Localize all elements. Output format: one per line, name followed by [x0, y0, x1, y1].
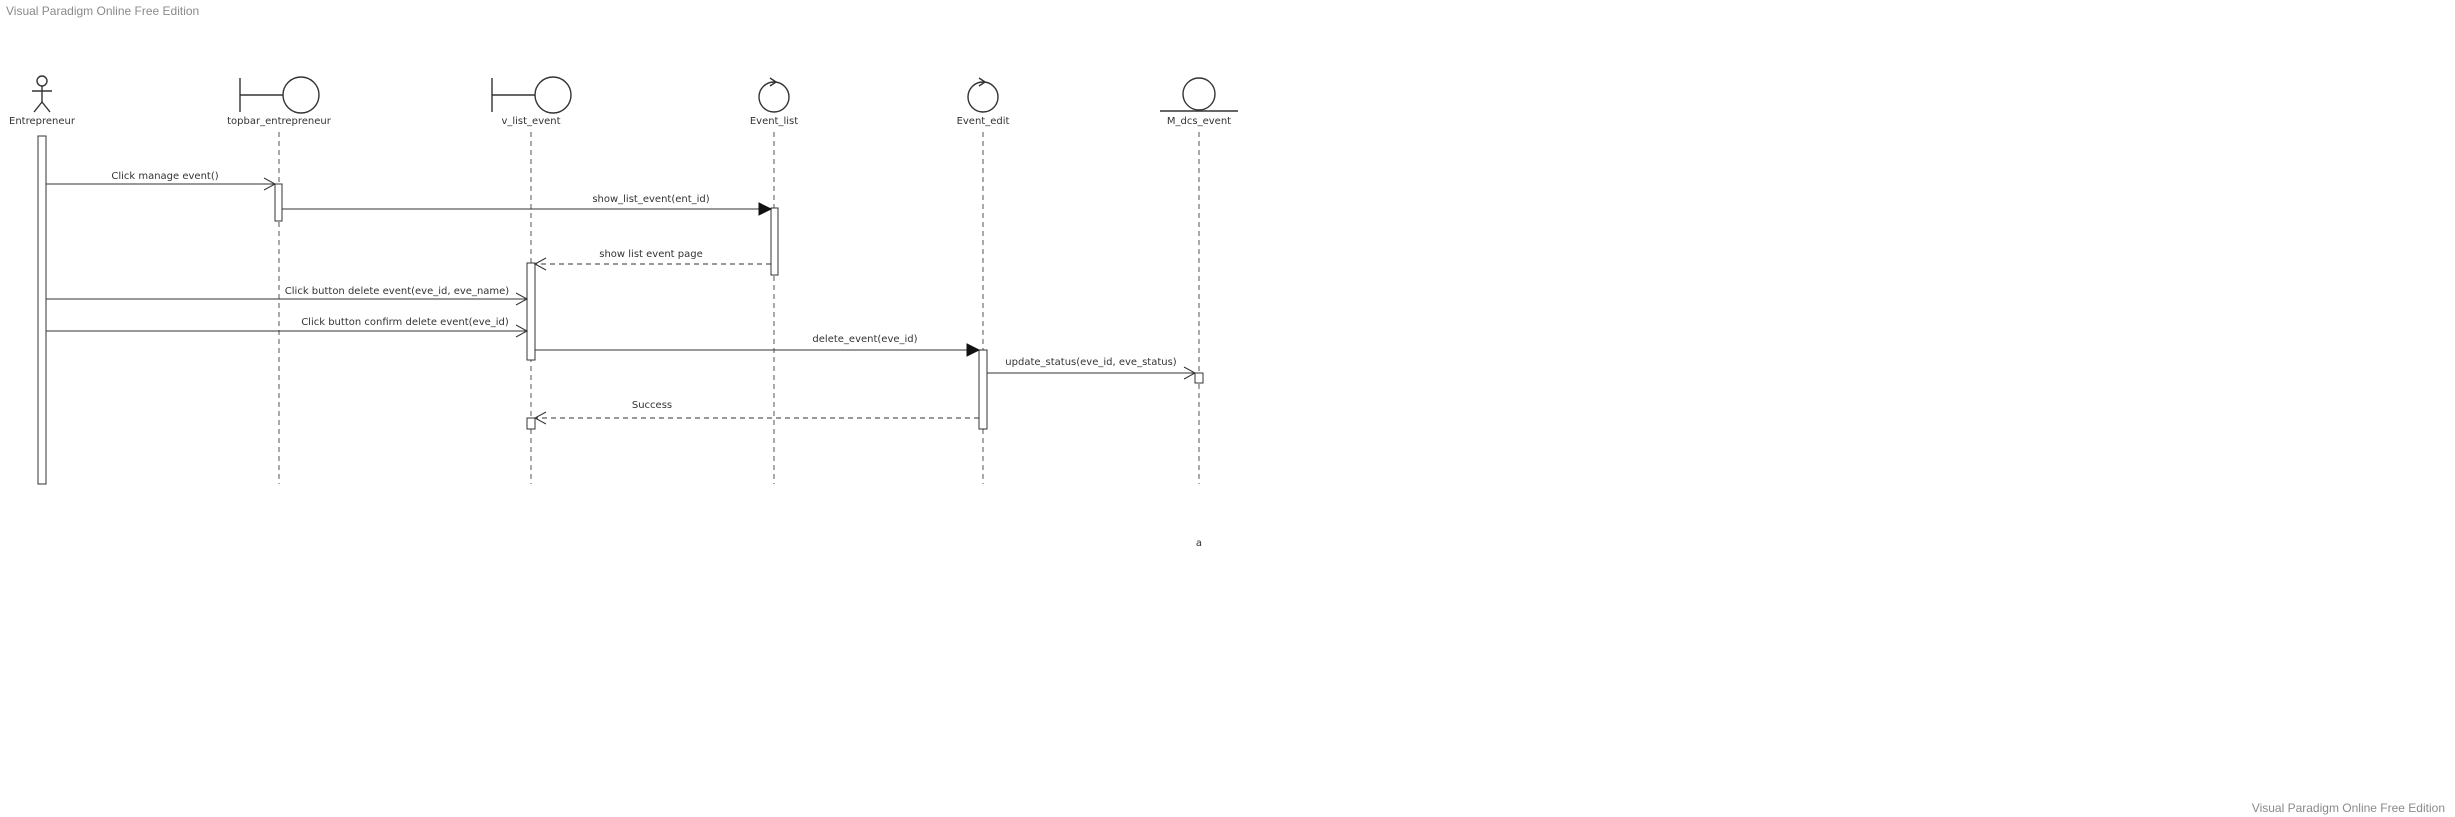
- lifeline-label-vlist: v_list_event: [501, 116, 560, 127]
- lifeline-label-topbar: topbar_entrepreneur: [227, 116, 332, 127]
- lifeline-label-eventlist: Event_list: [750, 116, 798, 127]
- message-label: Click manage event(): [111, 171, 218, 182]
- watermark-top: Visual Paradigm Online Free Edition: [6, 4, 200, 18]
- activation-eventlist: [770, 207, 779, 276]
- lifeline-heads: [32, 75, 1238, 114]
- message-label: Success: [632, 400, 672, 411]
- activation-bars: [37, 135, 1204, 485]
- activation-vlist: [526, 262, 536, 361]
- control-icon[interactable]: [758, 77, 790, 113]
- lifelines: [278, 132, 1200, 484]
- boundary-icon[interactable]: [491, 76, 572, 114]
- arrowhead-open: [1183, 366, 1197, 380]
- arrowhead-open: [515, 292, 529, 306]
- messages: Click manage event() show_list_event(ent…: [46, 171, 1197, 425]
- activation-vlist-return: [526, 417, 536, 430]
- message-label: Click button confirm delete event(eve_id…: [301, 317, 509, 328]
- activation-mdcs: [1194, 372, 1204, 384]
- arrowhead-open: [533, 257, 547, 271]
- lifeline-label-entrepreneur: Entrepreneur: [9, 116, 76, 127]
- message-label: update_status(eve_id, eve_status): [1005, 357, 1177, 368]
- message-label: delete_event(eve_id): [812, 334, 917, 345]
- entity-icon[interactable]: [1160, 77, 1238, 112]
- control-icon[interactable]: [967, 77, 999, 113]
- actor-icon[interactable]: [32, 75, 52, 113]
- arrowhead-filled: [758, 202, 773, 216]
- activation-eventedit: [978, 349, 988, 430]
- boundary-icon[interactable]: [239, 76, 320, 114]
- lifeline-label-mdcs: M_dcs_event: [1167, 116, 1231, 127]
- arrowhead-filled: [966, 343, 981, 357]
- message-label: Click button delete event(eve_id, eve_na…: [285, 286, 510, 297]
- activation-entrepreneur: [37, 135, 47, 485]
- activation-topbar: [274, 183, 283, 222]
- message-label: show_list_event(ent_id): [592, 194, 709, 205]
- arrowhead-open: [515, 324, 529, 338]
- note-text: a: [1196, 538, 1202, 549]
- lifeline-label-eventedit: Event_edit: [957, 116, 1010, 127]
- arrowhead-open: [533, 411, 547, 425]
- arrowhead-open: [263, 177, 277, 191]
- message-label: show list event page: [599, 249, 703, 260]
- watermark-bottom: Visual Paradigm Online Free Edition: [2251, 801, 2445, 815]
